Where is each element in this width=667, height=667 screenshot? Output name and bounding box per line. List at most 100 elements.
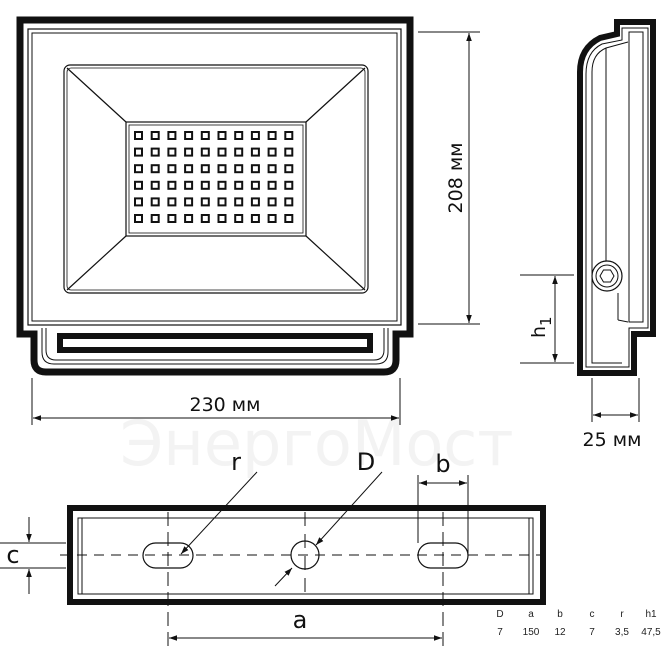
- reflector-outer: [63, 64, 369, 294]
- led-chip: [217, 214, 227, 223]
- led-chip: [150, 131, 160, 140]
- led-chip: [167, 147, 177, 157]
- side-view: [577, 19, 656, 376]
- led-chip: [134, 180, 143, 190]
- table-header: r: [620, 609, 624, 620]
- r-label: r: [231, 448, 241, 476]
- c-label: c: [6, 541, 19, 569]
- led-chip: [234, 164, 244, 174]
- led-chip: [184, 147, 194, 157]
- front-outline: [16, 16, 414, 376]
- led-chip: [134, 131, 143, 140]
- front-inner-frame: [27, 28, 402, 326]
- led-chip: [250, 214, 260, 223]
- led-chip: [134, 214, 143, 223]
- bracket-view: [60, 505, 552, 648]
- led-chip: [284, 197, 294, 207]
- h1-label: h1: [528, 316, 555, 338]
- led-chip: [217, 164, 227, 174]
- table-header: D: [496, 609, 503, 620]
- led-chip: [250, 131, 260, 140]
- led-chip: [217, 147, 227, 157]
- led-chip: [184, 197, 194, 207]
- led-chip: [217, 197, 227, 207]
- front-view: [16, 16, 414, 376]
- led-chip: [250, 180, 260, 190]
- front-slot: [57, 333, 373, 353]
- led-chip: [184, 180, 194, 190]
- led-chip: [167, 180, 177, 190]
- led-chip: [234, 131, 244, 140]
- led-chip: [134, 164, 143, 174]
- led-chip: [150, 197, 160, 207]
- led-chip: [284, 147, 294, 157]
- table-value: 47,5: [641, 627, 661, 638]
- bracket-dimensions: [0, 471, 469, 641]
- width-label: 230 мм: [190, 394, 261, 416]
- led-chip: [167, 164, 177, 174]
- a-label: a: [293, 606, 308, 634]
- table-value: 12: [554, 627, 566, 638]
- led-chip: [217, 180, 227, 190]
- table-header: c: [590, 609, 595, 620]
- led-panel: [125, 121, 307, 237]
- side-outline: [577, 19, 656, 376]
- led-chip: [284, 214, 294, 223]
- led-chip: [200, 147, 210, 157]
- front-tab: [45, 328, 385, 361]
- led-chip: [284, 131, 294, 140]
- led-chip: [134, 197, 143, 207]
- led-chip: [200, 180, 210, 190]
- table-header: a: [528, 609, 534, 620]
- led-chip: [267, 164, 277, 174]
- led-chip: [250, 197, 260, 207]
- led-chip: [200, 197, 210, 207]
- table-value: 3,5: [615, 627, 629, 638]
- led-chip: [267, 197, 277, 207]
- led-chip: [200, 164, 210, 174]
- led-chip: [234, 180, 244, 190]
- led-chip: [284, 180, 294, 190]
- width-dimension: [31, 378, 401, 425]
- led-chip: [267, 131, 277, 140]
- height-dimension: [418, 31, 480, 325]
- led-chip: [200, 131, 210, 140]
- led-chip: [167, 131, 177, 140]
- height-label: 208 мм: [445, 143, 467, 214]
- led-chip: [150, 147, 160, 157]
- led-chip: [150, 214, 160, 223]
- led-chip: [167, 214, 177, 223]
- table-value: 7: [589, 627, 595, 638]
- led-chip: [184, 214, 194, 223]
- table-value: 150: [523, 627, 540, 638]
- led-chip: [200, 214, 210, 223]
- h1-dimension: [520, 274, 574, 364]
- led-chip: [250, 147, 260, 157]
- led-chip: [267, 180, 277, 190]
- led-chip: [284, 164, 294, 174]
- depth-dimension: [591, 378, 640, 422]
- depth-label: 25 мм: [583, 429, 642, 451]
- spec-table: D a b c r h1 7 150 12 7 3,5 47,5: [496, 609, 661, 638]
- led-chip: [217, 131, 227, 140]
- led-chip: [234, 147, 244, 157]
- table-header: b: [557, 609, 563, 620]
- center-hole: [290, 540, 320, 570]
- led-chip: [234, 214, 244, 223]
- led-chip: [234, 197, 244, 207]
- left-slot: [142, 542, 194, 569]
- led-chip: [184, 164, 194, 174]
- hex-bolt-icon: [599, 269, 615, 283]
- led-chip: [150, 180, 160, 190]
- led-grid: [134, 131, 294, 223]
- led-chip: [167, 197, 177, 207]
- led-chip: [184, 131, 194, 140]
- table-value: 7: [497, 627, 503, 638]
- led-chip: [150, 164, 160, 174]
- led-chip: [267, 214, 277, 223]
- D-label: D: [357, 448, 375, 476]
- led-chip: [134, 147, 143, 157]
- led-chip: [267, 147, 277, 157]
- table-header: h1: [645, 609, 657, 620]
